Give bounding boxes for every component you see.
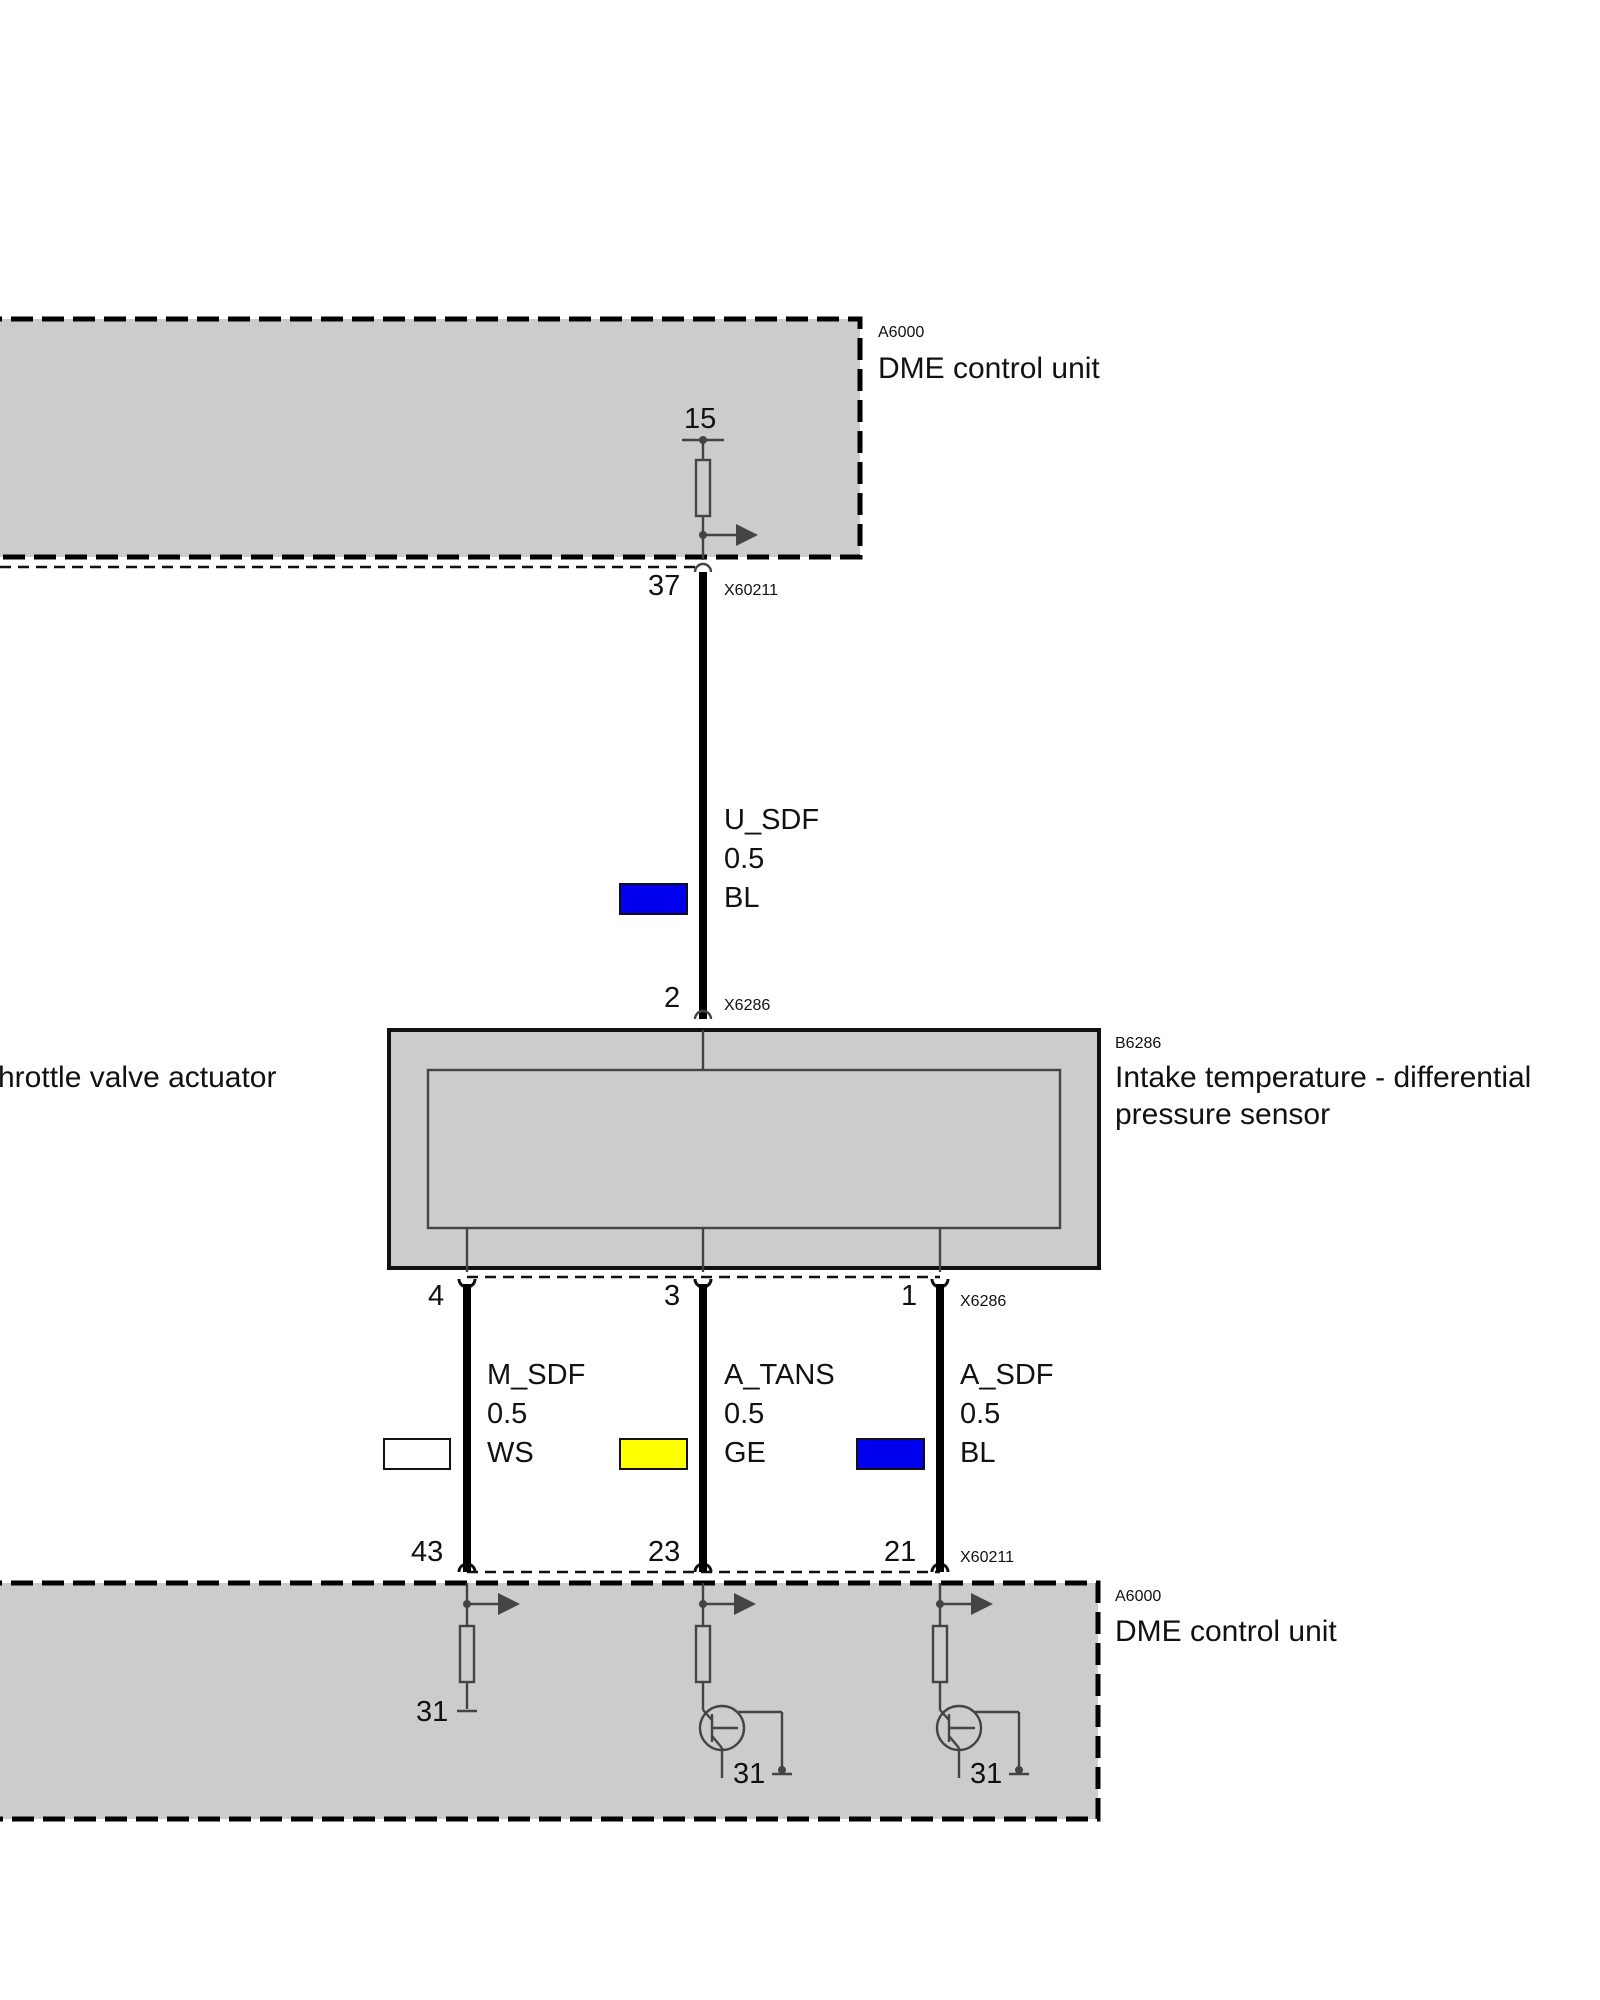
pin-23: 23: [648, 1536, 680, 1568]
wire-m-sdf-gauge: 0.5: [487, 1398, 527, 1430]
dme-top-supply-circuit: 15: [682, 403, 758, 560]
connector-x60211-top: X60211: [724, 582, 778, 599]
wire-u-sdf: 37 X60211 U_SDF 0.5 BL 2 X6286: [619, 562, 819, 1020]
dme-input-circuit-23: 31: [694, 1583, 792, 1790]
wire-a-sdf-signal: A_SDF: [960, 1359, 1053, 1391]
sensor-inner-box: [426, 1068, 1062, 1230]
wire-a-tans-color-code: GE: [724, 1437, 766, 1469]
sensor-name-line2: pressure sensor: [1115, 1098, 1330, 1131]
dme-top-box: [0, 316, 863, 560]
sensor-b6286: B6286 Intake temperature - differential …: [387, 1028, 1531, 1272]
sensor-code: B6286: [1115, 1035, 1161, 1052]
ground-label-43: 31: [416, 1696, 448, 1728]
pin-21: 21: [884, 1536, 916, 1568]
dme-bottom-box: [0, 1580, 1101, 1822]
dme-bottom-name: DME control unit: [1115, 1615, 1337, 1648]
bottom-wires: 4 3 1 X6286 M_SDF 0.5 WS A_TANS 0.5 GE A…: [383, 1278, 1053, 1573]
wire-a-tans-color-swatch: [619, 1438, 688, 1470]
ground-label-23: 31: [733, 1758, 765, 1790]
pin-2: 2: [664, 982, 680, 1014]
connector-x60211-bottom: X60211: [960, 1549, 1014, 1566]
wire-u-sdf-signal: U_SDF: [724, 804, 819, 836]
dme-bottom-code: A6000: [1115, 1588, 1161, 1605]
wire-a-tans-signal: A_TANS: [724, 1359, 835, 1391]
wire-a-sdf-color-code: BL: [960, 1437, 995, 1469]
wire-u-sdf-color-swatch: [619, 883, 688, 915]
ground-label-21: 31: [970, 1758, 1002, 1790]
wire-u-sdf-gauge: 0.5: [724, 843, 764, 875]
sensor-name-line1: Intake temperature - differential: [1115, 1061, 1531, 1094]
wire-m-sdf-color-code: WS: [487, 1437, 534, 1469]
wire-m-sdf-signal: M_SDF: [487, 1359, 585, 1391]
dme-top-name: DME control unit: [878, 352, 1100, 385]
dme-bottom-unit: A6000 DME control unit 31: [0, 1580, 1337, 1822]
wire-a-tans-gauge: 0.5: [724, 1398, 764, 1430]
wire-u-sdf-color-code: BL: [724, 882, 759, 914]
wire-a-sdf-color-swatch: [856, 1438, 925, 1470]
wire-m-sdf-color-swatch: [383, 1438, 451, 1470]
pin-3: 3: [664, 1280, 680, 1312]
dme-input-circuit-21: 31: [931, 1583, 1029, 1790]
dme-input-circuit-43: 31: [416, 1583, 520, 1728]
signal-arrow-icon: [971, 1593, 993, 1615]
connector-x6286-bottom: X6286: [960, 1293, 1006, 1310]
dme-top-code: A6000: [878, 324, 924, 341]
connector-x6286-top: X6286: [724, 997, 770, 1014]
pin-1: 1: [901, 1280, 917, 1312]
throttle-valve-actuator-label: hrottle valve actuator: [0, 1061, 276, 1094]
pin-43: 43: [411, 1536, 443, 1568]
signal-arrow-icon: [734, 1593, 756, 1615]
signal-arrow-icon: [736, 524, 758, 546]
pin-37: 37: [648, 570, 680, 602]
dme-top-unit: A6000 DME control unit 15: [0, 316, 1100, 569]
signal-arrow-icon: [498, 1593, 520, 1615]
pin-4: 4: [428, 1280, 444, 1312]
supply-terminal-label: 15: [684, 403, 716, 435]
wire-a-sdf-gauge: 0.5: [960, 1398, 1000, 1430]
